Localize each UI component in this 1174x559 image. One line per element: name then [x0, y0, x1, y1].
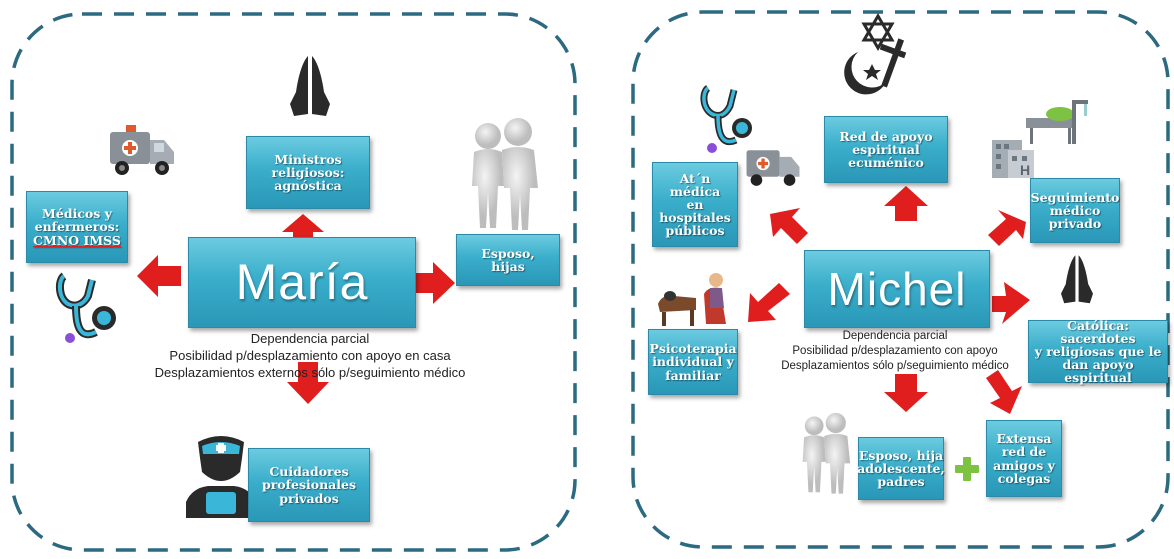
arrow-up-ecumenical — [884, 186, 928, 221]
maria-family-box: Esposo, hijas — [456, 234, 560, 286]
michel-network-box: Extensa red de amigos y colegas — [986, 420, 1062, 497]
michel-panel-border — [631, 10, 1170, 549]
arrow-up — [282, 214, 324, 246]
couple-icon — [472, 118, 538, 230]
arrow-down-family — [884, 374, 928, 412]
maria-ministers-box: Ministros religiosos: agnóstica — [246, 136, 370, 209]
michel-catholic-box: Católica: sacerdotes y religiosas que le… — [1028, 319, 1168, 384]
michel-ecumenical-box: Red de apoyo espiritual ecuménico — [824, 116, 948, 183]
ambulance-icon — [110, 125, 174, 175]
therapist-icon — [658, 273, 726, 326]
arrow-left — [137, 255, 181, 297]
svg-text:H: H — [1020, 162, 1030, 178]
maria-doctors-label: Médicos y enfermeros: — [34, 206, 120, 235]
michel-family-box: Esposo, hija adolescente, padres — [857, 437, 945, 500]
hospital-icon: H — [992, 140, 1034, 178]
arrow-upright-private — [988, 210, 1026, 246]
arrow-down — [287, 362, 329, 404]
michel-private-followup-box: Seguimiento médico privado — [1030, 178, 1120, 243]
arrow-downright-network — [986, 370, 1022, 414]
praying-hands-icon-michel — [1061, 255, 1093, 304]
arrow-downleft-psycho — [748, 283, 790, 322]
michel-public-care-box: At´n médica en hospitales públicos — [652, 162, 738, 247]
maria-doctors-institution: CMNO IMSS — [33, 232, 121, 248]
maria-caregivers-box: Cuidadores profesionales privados — [248, 448, 370, 522]
religious-symbols-icon — [844, 13, 907, 95]
couple-icon-michel — [802, 412, 851, 494]
maria-doctors-box: Médicos y enfermeros: CMNO IMSS — [26, 191, 128, 263]
maria-notes: Dependencia parcial Posibilidad p/despla… — [154, 331, 466, 380]
maria-name-box: María — [188, 237, 416, 328]
hospital-bed-icon — [1026, 100, 1088, 144]
plus-icon — [955, 457, 979, 481]
ambulance-icon-michel — [746, 150, 800, 186]
nurse-icon — [186, 436, 256, 518]
michel-notes: Dependencia parcial Posibilidad p/despla… — [781, 330, 1009, 372]
stethoscope-icon-michel — [700, 85, 752, 153]
arrow-right — [416, 262, 455, 304]
praying-hands-icon — [290, 56, 330, 116]
maria-panel-border — [10, 12, 577, 552]
michel-psychotherapy-box: Psicoterapia individual y familiar — [648, 329, 738, 395]
michel-name-box: Michel — [804, 250, 990, 328]
arrow-upleft-public — [770, 208, 808, 244]
arrow-downright-catholic — [992, 282, 1030, 324]
stethoscope-icon — [55, 272, 116, 343]
